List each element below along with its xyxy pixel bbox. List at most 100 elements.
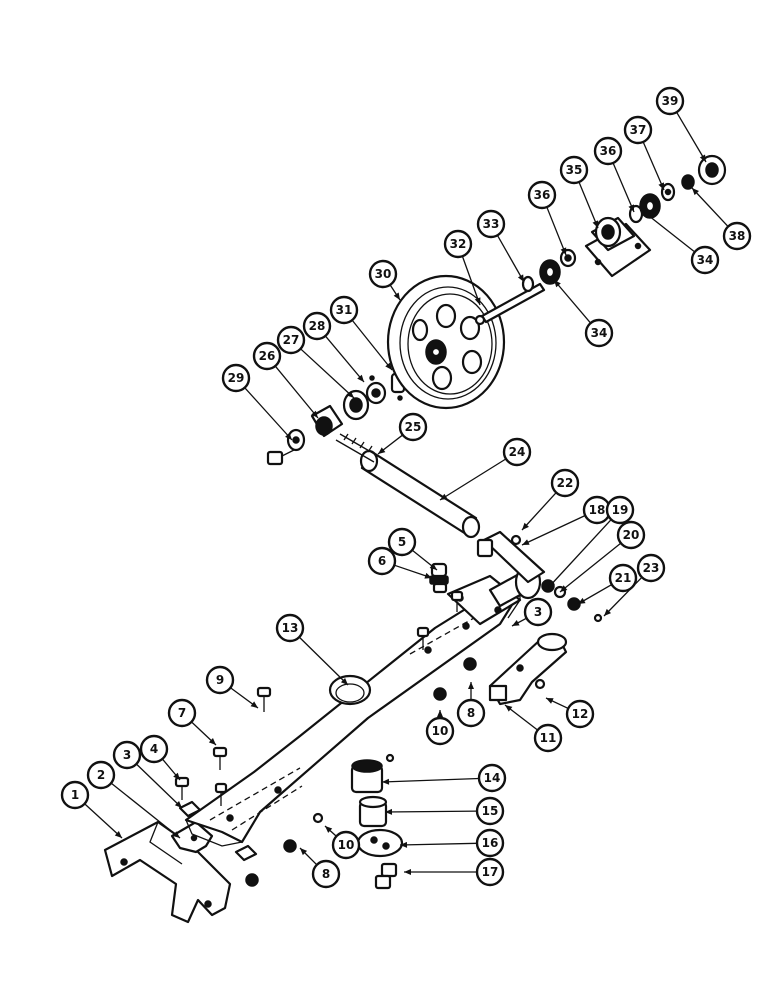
callout-3: 3 [523,597,553,627]
leader-arrow-16 [400,841,408,848]
callout-number: 24 [509,445,526,459]
leader-line-16 [399,842,478,846]
leader-arrow-34 [554,280,561,288]
leader-line-29 [244,387,293,441]
leader-arrow-18 [522,539,530,545]
callout-number: 9 [216,673,224,687]
hex-nuts [245,657,477,887]
leader-arrow-7 [208,738,216,745]
callout-number: 21 [615,571,632,585]
callout-13: 13 [275,613,305,643]
callout-3: 3 [112,740,142,770]
callout-circle [276,325,306,355]
callout-number: 19 [612,503,629,517]
callout-number: 39 [662,94,679,108]
callout-circle [221,363,251,393]
callout-circle [331,830,361,860]
leader-line-13 [298,636,349,686]
bearing-stack [350,759,404,890]
callout-circle [443,229,473,259]
callout-number: 28 [309,319,326,333]
leader-line-22 [521,492,557,531]
callout-circle [167,698,197,728]
leader-arrow-20 [560,585,568,592]
callout-34: 34 [584,318,614,348]
callout-10: 10 [331,830,361,860]
leader-arrow-32 [474,297,481,305]
leader-arrow-26 [311,410,318,418]
leader-arrow-6 [424,572,432,579]
leader-arrow-2 [172,831,180,838]
callout-number: 30 [375,267,392,281]
bushing-stack [429,562,449,594]
leader-arrow-12 [546,698,554,704]
leader-arrow-19 [548,580,555,588]
callout-31: 31 [329,295,359,325]
leader-line-34 [553,279,592,324]
callout-circle [475,857,505,887]
callout-number: 18 [589,503,606,517]
part-tube [359,449,481,539]
callout-14: 14 [477,763,507,793]
leader-arrow-37 [658,182,664,190]
callout-circle [425,716,455,746]
callout-number: 7 [178,706,186,720]
callout-circle [387,527,417,557]
callout-circle [205,665,235,695]
callout-number: 27 [283,333,300,347]
square-nuts [178,800,258,862]
leader-arrow-5 [429,563,437,570]
callout-circle [616,520,646,550]
leader-line-15 [384,810,478,813]
tension-assembly [476,530,603,623]
callout-circle [722,221,752,251]
callout-circle [565,699,595,729]
callout-number: 1 [71,788,79,802]
callout-circle [636,553,666,583]
callout-circle [533,723,563,753]
callout-number: 33 [483,217,500,231]
callout-circle [476,209,506,239]
callout-number: 31 [336,303,353,317]
leader-arrow-23 [604,608,612,616]
callout-26: 26 [252,341,282,371]
callout-circle [550,468,580,498]
leader-line-19 [547,519,612,589]
callout-number: 10 [338,838,355,852]
callout-number: 3 [123,748,131,762]
callout-number: 12 [572,707,589,721]
leader-arrow-36 [560,247,567,255]
callout-number: 2 [97,768,105,782]
leader-arrow-13 [340,677,348,685]
callout-39: 39 [655,86,685,116]
leader-arrow-10 [325,826,333,833]
leader-arrow-25 [378,447,386,454]
callout-16: 16 [475,828,505,858]
part-bearing-housing [584,216,652,278]
callout-circle [559,155,589,185]
callout-circle [302,311,332,341]
callout-number: 23 [643,561,660,575]
callout-number: 5 [398,535,406,549]
callout-number: 20 [623,528,640,542]
callout-17: 17 [475,857,505,887]
callout-36: 36 [593,136,623,166]
callout-33: 33 [476,209,506,239]
callout-34: 34 [690,245,720,275]
leader-line-38 [691,187,729,227]
callout-number: 14 [484,771,501,785]
callout-22: 22 [550,468,580,498]
callout-30: 30 [368,259,398,289]
leader-arrow-14 [382,778,390,785]
callout-number: 10 [432,724,449,738]
leader-arrow-39 [699,154,706,162]
callout-circle [60,780,90,810]
leader-line-32 [461,256,481,306]
callout-circle [523,597,553,627]
leader-line-26 [274,365,319,419]
callout-number: 34 [591,326,608,340]
part-pulley [386,274,506,410]
leader-line-3 [135,763,183,809]
leader-arrow-4 [173,772,180,780]
